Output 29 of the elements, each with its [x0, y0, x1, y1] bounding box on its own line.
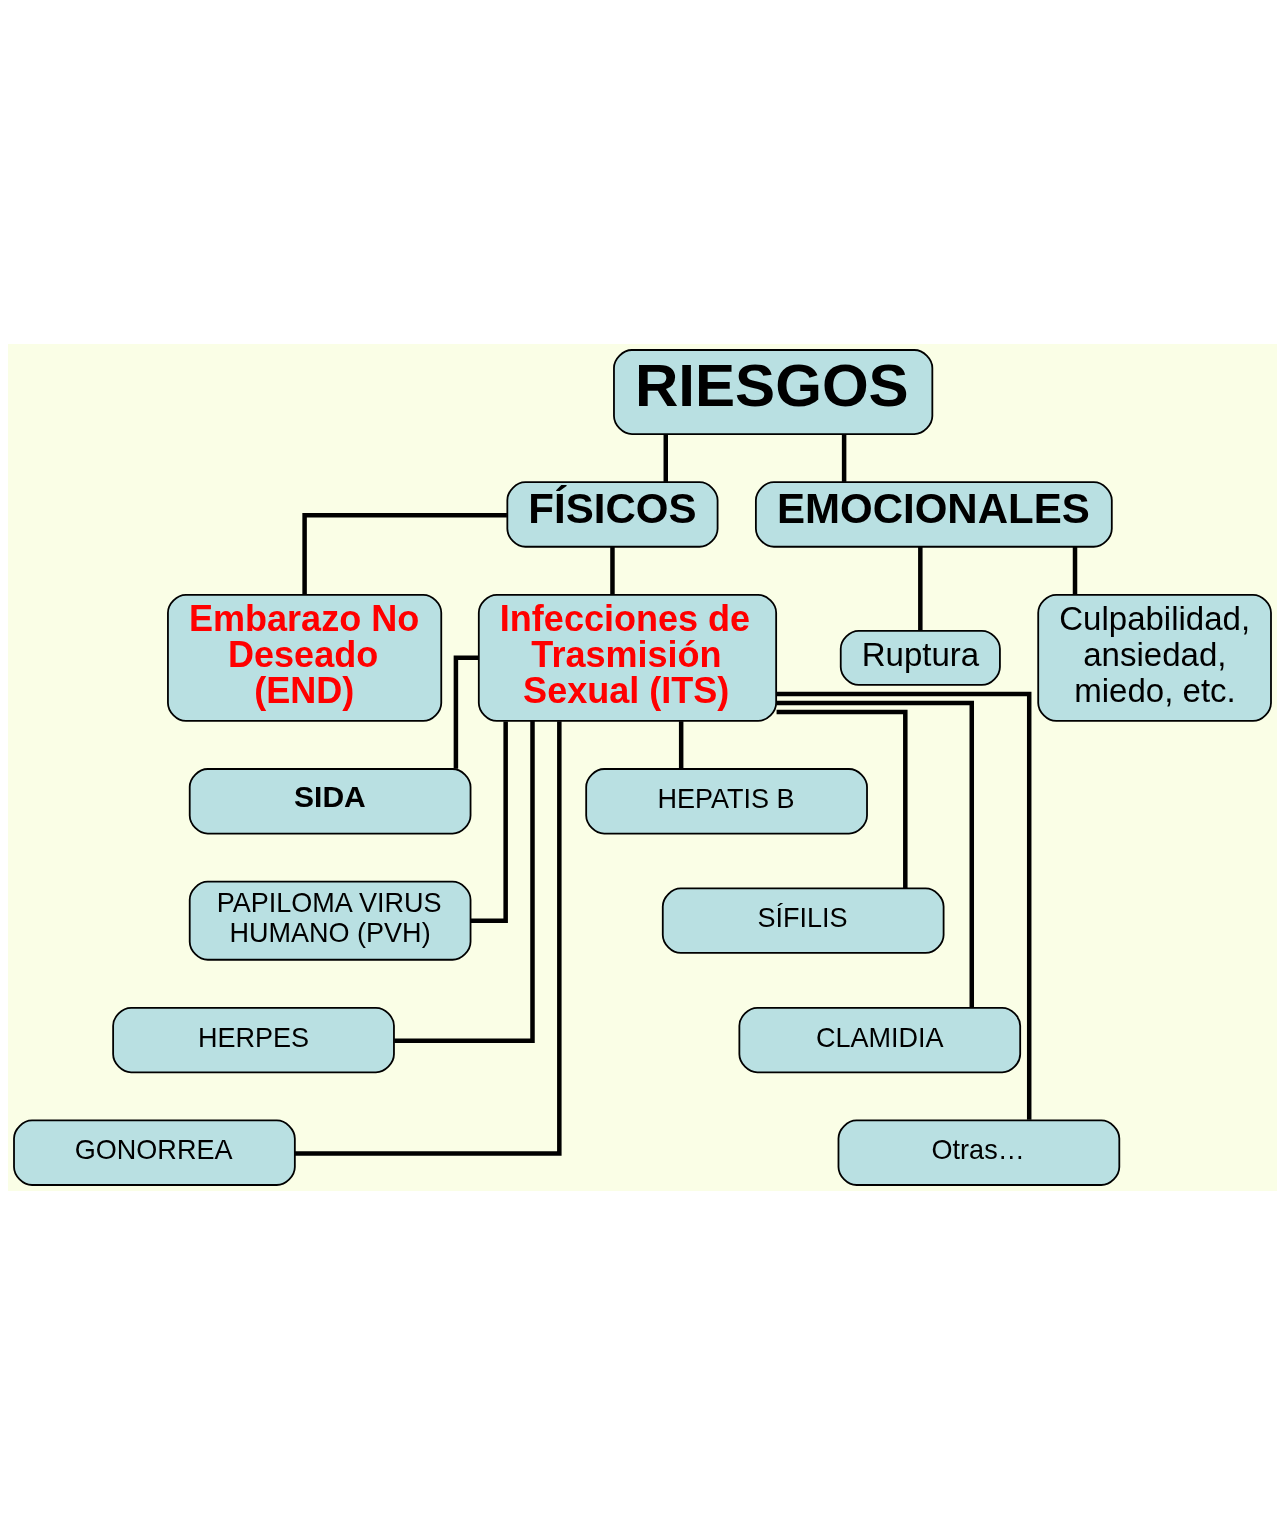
node-box: HEPATIS B: [585, 768, 868, 835]
connector: [294, 721, 562, 1156]
node-box: Infecciones de Trasmisión Sexual (ITS): [477, 593, 778, 722]
node-box: FÍSICOS: [506, 481, 719, 548]
connector: [610, 547, 615, 595]
node-box: GONORREA: [13, 1119, 296, 1186]
node-box: SÍFILIS: [661, 887, 945, 954]
connector: [776, 691, 1032, 1120]
node-box: Embarazo No Deseado (END): [167, 593, 443, 722]
node-box: Ruptura: [839, 629, 1001, 686]
connector: [394, 721, 535, 1044]
connector: [663, 434, 669, 482]
connector: [776, 709, 908, 889]
connector: [470, 721, 508, 923]
node-box: PAPILOMA VIRUS HUMANO (PVH): [188, 880, 472, 961]
connector: [302, 512, 507, 595]
connector: [841, 434, 847, 482]
connector: [1072, 547, 1078, 595]
node-box: HERPES: [112, 1006, 395, 1074]
node-box: RIESGOS: [613, 349, 934, 435]
connector: [678, 721, 684, 769]
node-box: Otras…: [837, 1119, 1121, 1186]
connector: [918, 547, 923, 631]
node-box: Culpabilidad, ansiedad, miedo, etc.: [1037, 593, 1272, 722]
node-box: CLAMIDIA: [738, 1006, 1022, 1074]
node-box: EMOCIONALES: [755, 481, 1113, 548]
node-box: SIDA: [188, 768, 472, 835]
connector: [776, 700, 974, 1008]
connector: [453, 655, 479, 769]
